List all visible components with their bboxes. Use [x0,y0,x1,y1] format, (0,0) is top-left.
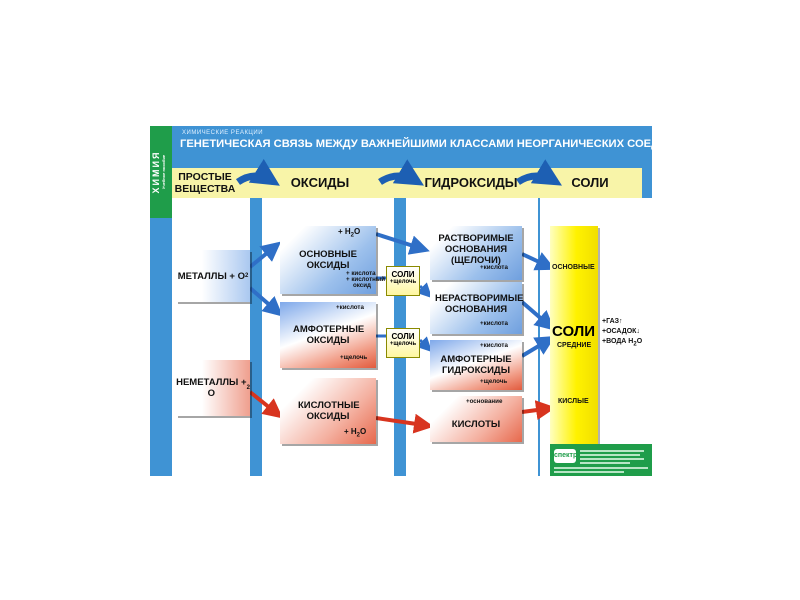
basic-oxides-box: ОСНОВНЫЕ ОКСИДЫ [280,226,376,294]
flow-arrow-3 [516,159,563,186]
arrow-salts-insoluble-bases [416,282,433,299]
arrow-acidic-oxides-acids [375,413,434,434]
soluble-bases-box: РАСТВОРИМЫЕ ОСНОВАНИЯ (ЩЕЛОЧИ) [430,226,522,280]
salts-middle-label: СРЕДНИЕ [557,342,592,349]
fine-print-line [580,458,644,460]
salts-basic-label: ОСНОВНЫЕ [552,264,595,271]
flow-arrow-1 [235,158,280,186]
arrow-metals-amphoteric-oxides [248,286,284,317]
amphoteric-oxides-acid: +кислота [336,304,364,311]
chemistry-poster: ХИМИЯ Учебное пособие ХИМИЧЕСКИЕ РЕАКЦИИ… [150,126,652,476]
salts-precipitate-note: +ОСАДОК↓ [602,328,640,335]
fine-print-line [554,471,624,473]
basic-oxides-acid-note: + кислота [346,270,376,277]
acids-box: КИСЛОТЫ [430,396,522,442]
insoluble-bases-acid: +кислота [480,320,508,327]
header-hydroxides: ГИДРОКСИДЫ [424,175,518,190]
subject-sidebar: ХИМИЯ Учебное пособие [150,126,172,218]
amphoteric-oxides-alkali: +щелочь [340,354,368,361]
salts-main-label: СОЛИ [552,323,596,340]
header-salts: СОЛИ [571,175,609,190]
amphoteric-hydroxides-alkali: +щелочь [480,378,508,385]
amphoteric-hydroxides-acid: +кислота [480,342,508,349]
column-simple-substances [172,198,250,476]
arrow-alkalis-salts [521,252,556,271]
poster-title: ГЕНЕТИЧЕСКАЯ СВЯЗЬ МЕЖДУ ВАЖНЕЙШИМИ КЛАС… [180,138,652,150]
insoluble-bases-box: НЕРАСТВОРИМЫЕ ОСНОВАНИЯ [430,282,523,334]
arrow-acids-salts [521,400,556,421]
arrows-layer [235,158,563,434]
fine-print-line [580,454,640,456]
arrow-basic-oxides-alkalis [375,232,430,255]
fine-print-line [580,462,630,464]
fine-print-line [580,450,644,452]
arrow-nonmetals-acidic-oxides [248,390,284,419]
amphoteric-hydroxides-box: АМФОТЕРНЫЕ ГИДРОКСИДЫ [430,340,522,390]
arrow-salts-amphoteric-hydroxides [416,336,433,353]
publisher-logo: спектр [554,449,577,463]
basic-oxides-water: + H2O [338,227,361,239]
fine-print-line [554,467,648,469]
flow-arrow-2 [378,159,425,186]
acids-base-note: +основание [466,398,503,405]
header-oxides: ОКСИДЫ [290,175,350,190]
salts-box-amphoteric-oxides: СОЛИ +щелочь [386,328,420,358]
soluble-bases-acid: +кислота [480,264,508,271]
amphoteric-oxides-box: АМФОТЕРНЫЕ ОКСИДЫ [280,302,376,368]
header-simple-substances: ПРОСТЫЕ ВЕЩЕСТВА [174,171,236,195]
salts-gas-note: +ГАЗ↑ [602,318,623,325]
salts-water-note: +ВОДА H2O [602,338,643,348]
arrow-amphoteric-hydroxides-salts [520,335,556,358]
poster-kicker: ХИМИЧЕСКИЕ РЕАКЦИИ [182,130,263,136]
acidic-oxides-water: + H2O [344,427,367,439]
salts-main-box [550,226,598,444]
publisher-panel: спектр [550,444,652,476]
salts-box-basic-oxides: СОЛИ +щелочь [386,266,420,296]
basic-oxides-acidic-oxide-note: + кислотный [346,276,386,283]
salts-acidic-label: КИСЛЫЕ [558,398,589,405]
basic-oxides-oxide-note: оксид [353,282,371,289]
arrow-insoluble-bases-salts [520,300,556,331]
arrow-metals-basic-oxides [248,241,282,269]
acidic-oxides-box: КИСЛОТНЫЕ ОКСИДЫ [280,378,376,444]
